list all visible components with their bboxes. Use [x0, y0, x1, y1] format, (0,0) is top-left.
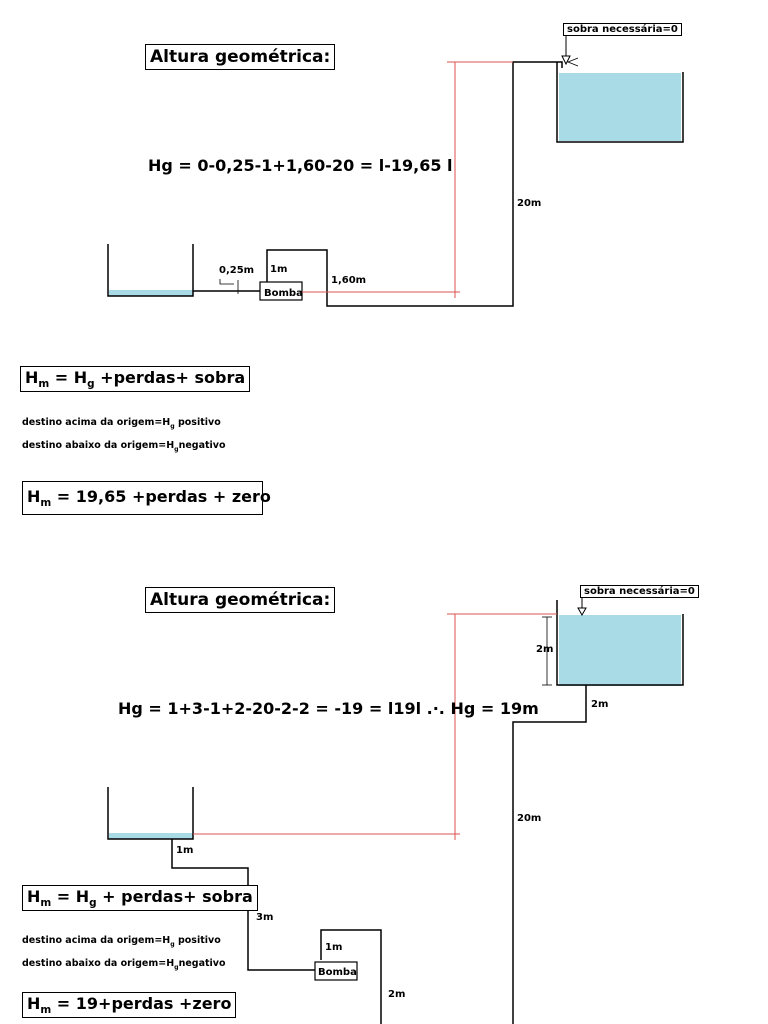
result-box: Hm = 19,65 +perdas + zero: [22, 481, 271, 515]
note-above: destino acima da origem=Hg positivo: [22, 935, 221, 948]
bottom-diagram-drawing: Bomba 2m 2m 20m 1m 3m 1m 2m: [107, 598, 684, 1024]
lower-tank-water: [109, 833, 193, 839]
label-1m: 1m: [176, 845, 193, 856]
pump-label: Bomba: [318, 967, 357, 978]
upper-tank: [556, 600, 684, 686]
label-tank-2m: 2m: [536, 644, 553, 655]
lower-tank: [107, 787, 194, 840]
label-20m: 20m: [517, 813, 541, 824]
note-below: destino abaixo da origem=Hgnegativo: [22, 958, 226, 971]
formula-g-sub: g: [87, 378, 95, 391]
formula-rest: +perdas+ sobra: [94, 368, 246, 387]
formula-box: Hm = Hg + perdas+ sobra: [22, 885, 258, 912]
overflow-label: sobra necessária=0: [580, 585, 699, 598]
label-1m: 1m: [270, 264, 287, 275]
title: Altura geométrica:: [145, 44, 336, 70]
label-pump-1m: 1m: [325, 942, 342, 953]
label-3m: 3m: [256, 912, 273, 923]
formula-m-sub: m: [38, 378, 50, 391]
label-rise-2m: 2m: [388, 989, 405, 1000]
pump-box: [259, 281, 303, 301]
lower-tank: [107, 244, 194, 297]
title: Altura geométrica:: [145, 587, 336, 613]
formula-eq: = H: [49, 368, 88, 387]
pipe-discharge: [320, 929, 382, 1024]
pump-box: [314, 961, 358, 981]
upper-tank-water: [559, 73, 681, 141]
note-below: destino abaixo da origem=Hgnegativo: [22, 440, 226, 453]
equation: Hg = 1+3-1+2-20-2-2 = -19 = l19l .·. Hg …: [118, 699, 539, 718]
water-entry-mark: [566, 57, 579, 67]
overflow-arrow-icon: [577, 607, 587, 617]
label-drop-2m: 2m: [591, 699, 608, 710]
label-1-60m: 1,60m: [331, 275, 366, 286]
equation: Hg = 0-0,25-1+1,60-20 = l-19,65 l: [148, 156, 453, 175]
overflow-label: sobra necessária=0: [563, 23, 682, 36]
pipe-suction: [171, 839, 315, 971]
overflow-arrow-icon: [561, 55, 571, 66]
upper-tank: [556, 62, 684, 143]
upper-tank-water: [559, 615, 681, 686]
pipe-after-pump: [266, 61, 563, 307]
result-box: Hm = 19+perdas +zero: [22, 992, 237, 1019]
formula-box: Hm = Hg +perdas+ sobra: [20, 366, 251, 393]
lower-tank-water: [109, 290, 193, 296]
pump-label: Bomba: [264, 288, 303, 299]
top-diagram-panel: Bomba 0,25m 1m 1,60m 20m Altura geométri…: [20, 23, 684, 515]
top-diagram-drawing: Bomba 0,25m 1m 1,60m 20m: [107, 36, 684, 307]
pipe-riser: [512, 685, 587, 1024]
label-20m: 20m: [517, 198, 541, 209]
note-above: destino acima da origem=Hg positivo: [22, 417, 221, 430]
formula-h: H: [25, 368, 39, 387]
label-0-25m: 0,25m: [219, 265, 254, 276]
small-dimension-marker: [219, 279, 234, 285]
bottom-diagram-panel: Bomba 2m 2m 20m 1m 3m 1m 2m Altura geomé…: [0, 512, 768, 1024]
